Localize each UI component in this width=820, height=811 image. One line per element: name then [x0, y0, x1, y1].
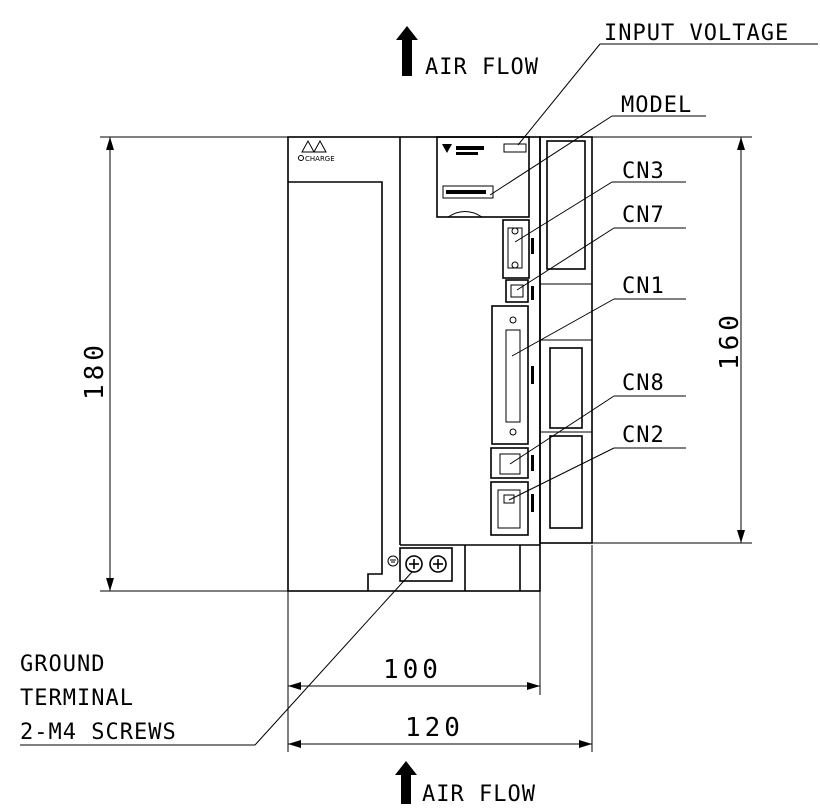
dimension-120: 120 [288, 545, 593, 752]
cn1-connector [491, 305, 534, 445]
cn3-label: CN3 [622, 159, 665, 184]
dimension-100-label: 100 [383, 655, 442, 685]
cn7-label: CN7 [622, 203, 665, 228]
callout-ground-terminal: GROUND TERMINAL 2-M4 SCREWS [20, 571, 413, 746]
callout-cn8: CN8 [509, 371, 686, 465]
model-text-block [446, 190, 486, 194]
model-label: MODEL [621, 93, 692, 118]
model-plate [436, 136, 530, 218]
cn7-marking [531, 286, 534, 300]
dimension-180-label: 180 [80, 341, 110, 400]
callout-cn1: CN1 [511, 274, 686, 357]
ground-label-line1: GROUND [20, 652, 105, 677]
charge-lamp [298, 155, 304, 161]
cn1-label: CN1 [622, 274, 665, 299]
callout-cn7: CN7 [516, 203, 686, 291]
cn2-label: CN2 [622, 423, 665, 448]
warning-triangle-icon [301, 139, 327, 153]
callout-input-voltage: INPUT VOLTAGE [517, 21, 818, 146]
brand-text-block [456, 146, 484, 150]
cn2-connector [490, 481, 534, 536]
charge-label: CHARGE [305, 155, 335, 163]
dimension-160: 160 [592, 136, 752, 544]
cn2-marking [531, 494, 534, 512]
ground-label-line2: TERMINAL [20, 686, 134, 711]
air-flow-arrow-icon [396, 26, 418, 76]
cn8-connector [490, 447, 534, 479]
air-flow-bottom-label: AIR FLOW [422, 782, 536, 807]
logo-icon [442, 144, 452, 153]
cn8-marking [531, 455, 534, 471]
air-flow-arrow-icon [395, 761, 417, 804]
cn8-label: CN8 [622, 371, 665, 396]
cn1-marking [531, 366, 534, 384]
drive-housing: CHARGE [287, 136, 541, 592]
callout-cn3: CN3 [514, 159, 686, 243]
dimension-160-label: 160 [715, 311, 745, 370]
air-flow-top: AIR FLOW [396, 26, 539, 80]
callout-cn2: CN2 [508, 423, 686, 501]
dimension-100: 100 [287, 591, 541, 752]
screw-terminal-icon [405, 555, 423, 573]
ground-symbol-icon [387, 555, 399, 567]
ground-terminal [387, 547, 453, 582]
model-nameplate [442, 185, 494, 199]
heatsink [539, 136, 593, 544]
dimension-180: 180 [80, 136, 288, 592]
input-voltage-label: INPUT VOLTAGE [604, 21, 789, 46]
ground-label-line3: 2-M4 SCREWS [20, 720, 177, 745]
air-flow-top-label: AIR FLOW [425, 55, 539, 80]
cn3-marking [531, 238, 534, 254]
air-flow-bottom: AIR FLOW [395, 761, 536, 807]
brand-text-block [456, 152, 478, 155]
input-voltage-plate [503, 143, 527, 153]
cn3-connector [502, 219, 534, 279]
cn7-connector [505, 279, 534, 303]
screw-terminal-icon [429, 555, 447, 573]
dimension-120-label: 120 [405, 713, 464, 743]
callout-model: MODEL [489, 93, 706, 196]
led-window [447, 211, 483, 218]
